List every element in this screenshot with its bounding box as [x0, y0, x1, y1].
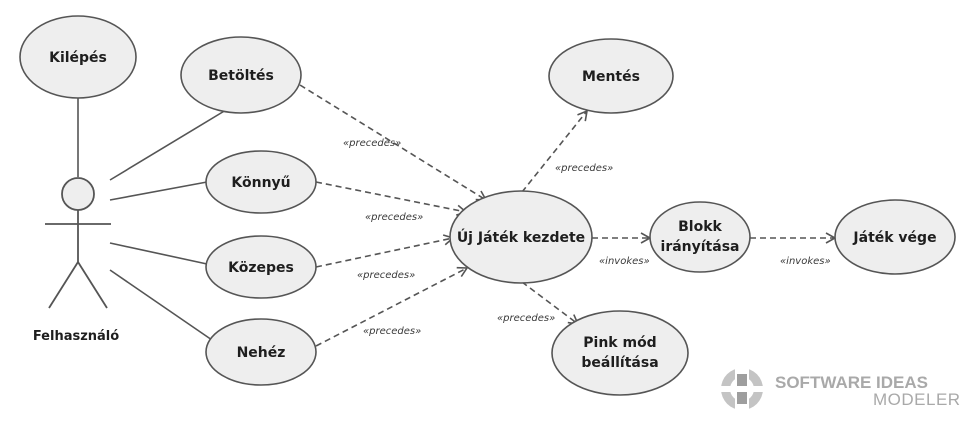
actor-name: Felhasználó	[33, 329, 119, 344]
use-case-jatek-vege[interactable]	[834, 199, 956, 275]
label-pink-line1: Pink mód	[583, 335, 656, 351]
label-pink-precedes: «precedes»	[497, 313, 555, 324]
arrow-betoltes-uj-jatek	[299, 84, 488, 201]
use-case-nehez[interactable]	[205, 318, 317, 386]
use-case-kozepes[interactable]	[205, 235, 317, 299]
label-nehez: Nehéz	[237, 345, 286, 361]
arrow-konnyu-uj-jatek	[315, 181, 468, 216]
watermark-brand: SOFTWARE IDEAS	[775, 373, 928, 392]
use-case-kilepes[interactable]	[19, 15, 137, 99]
label-kilepes: Kilépés	[49, 50, 107, 66]
actor-associations	[77, 98, 227, 341]
use-case-konnyu[interactable]	[205, 150, 317, 214]
actor-right-leg	[77, 261, 108, 309]
arrow-uj-jatek-mentes	[521, 109, 589, 193]
use-case-pink[interactable]	[551, 310, 689, 396]
label-betoltes-precedes: «precedes»	[343, 138, 401, 149]
label-konnyu: Könnyű	[231, 175, 290, 191]
association-betoltes	[109, 109, 227, 181]
use-case-labels: Kilépés Betöltés Könnyű Közepes Nehéz Új…	[49, 50, 936, 371]
use-case-blokk[interactable]	[649, 201, 751, 273]
watermark-logo: SOFTWARE IDEAS MODELER	[721, 366, 961, 412]
use-case-mentes[interactable]	[548, 38, 674, 114]
label-mentes: Mentés	[582, 69, 640, 85]
label-pink-line2: beállítása	[581, 355, 658, 371]
label-kozepes-precedes: «precedes»	[357, 270, 415, 281]
label-nehez-precedes: «precedes»	[363, 326, 421, 337]
association-nehez	[109, 269, 213, 341]
label-uj-jatek: Új Játék kezdete	[457, 228, 585, 246]
arrow-nehez-uj-jatek	[315, 266, 469, 347]
label-jatek-vege: Játék vége	[852, 230, 936, 246]
label-betoltes: Betöltés	[208, 68, 274, 84]
label-jatek-vege-invokes: «invokes»	[780, 256, 831, 267]
dependency-arrows	[299, 84, 837, 347]
arrow-uj-jatek-pink	[521, 281, 580, 325]
label-mentes-precedes: «precedes»	[555, 163, 613, 174]
actor-felhasznalo[interactable]	[45, 177, 111, 309]
use-case-betoltes[interactable]	[180, 36, 302, 114]
arrow-kozepes-uj-jatek	[315, 234, 455, 268]
association-konnyu	[109, 181, 208, 201]
label-konnyu-precedes: «precedes»	[365, 212, 423, 223]
relation-labels: «precedes» «precedes» «precedes» «preced…	[343, 138, 831, 337]
watermark-sub: MODELER	[873, 390, 961, 409]
actor-head	[61, 177, 95, 211]
actor-left-leg	[48, 261, 79, 309]
label-kozepes: Közepes	[228, 260, 294, 276]
label-blokk-line2: irányítása	[661, 239, 740, 255]
label-blokk-invokes: «invokes»	[599, 256, 650, 267]
software-ideas-logo-icon	[721, 366, 763, 412]
label-blokk-line1: Blokk	[678, 219, 722, 235]
association-kozepes	[109, 242, 208, 265]
use-case-uj-jatek[interactable]	[449, 190, 593, 284]
